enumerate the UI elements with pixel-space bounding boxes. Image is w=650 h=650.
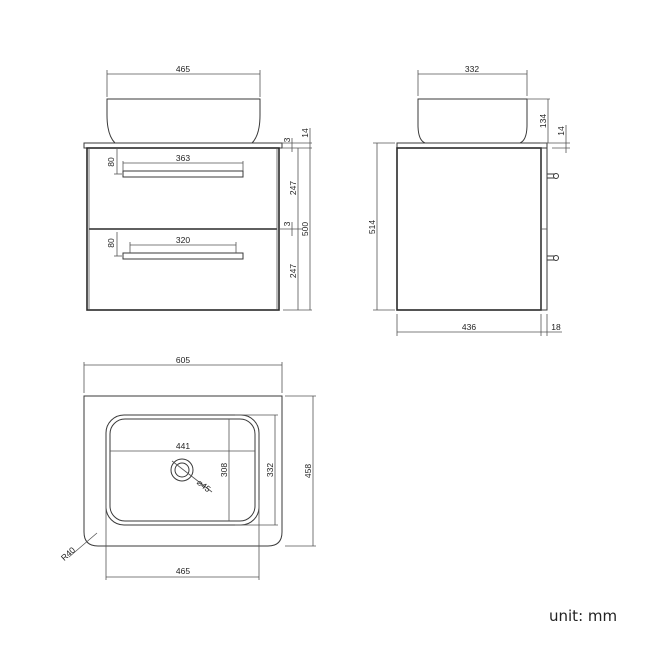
side-basin-depth-label: 332 [465,64,479,74]
drain-outer [170,458,194,482]
front-cabinet [86,147,280,311]
top-handle-offset-label: 80 [106,157,116,167]
bottom-handle-offset-label: 80 [106,238,116,248]
top-basin-inner [109,418,256,522]
bottom-handle-width-label: 320 [176,235,190,245]
front-drawer-bottom-height-label: 247 [288,264,298,278]
top-drawer-handle [122,170,244,178]
top-countertop-outline [83,395,283,547]
side-handle-top [553,173,559,179]
side-top-thickness-label: 14 [556,126,566,136]
top-basin-inner-depth-label: 308 [219,463,229,477]
corner-radius-label: R40 [59,545,77,563]
side-cabinet-depth-label: 436 [462,322,476,332]
drain-leader [171,460,213,493]
top-width-label: 605 [176,355,190,365]
front-gap-middle-label: 3 [282,221,292,226]
front-total-height-label: 500 [300,222,310,236]
side-cabinet [396,147,542,311]
top-basin-outer [105,414,260,526]
unit-label: unit: mm [549,607,618,625]
front-basin-shape [106,98,261,144]
drain-inner [174,462,190,478]
top-basin-outer-width-label: 465 [176,566,190,576]
side-basin-shape [417,98,528,144]
side-view: 332 134 14 514 436 18 [367,64,570,336]
top-basin-outer-depth-label: 332 [265,463,275,477]
radius-leader [68,532,98,558]
top-basin-inner-width-label: 441 [176,441,190,451]
front-gap-top-label: 3 [282,137,292,142]
side-total-height-label: 514 [367,220,377,234]
side-handle-bottom [553,255,559,261]
top-depth-label: 458 [303,464,313,478]
front-basin-width-label: 465 [176,64,190,74]
bottom-drawer-handle [122,252,244,260]
front-top-thickness-label: 14 [300,128,310,138]
side-front-thickness-label: 18 [551,322,561,332]
top-view: 605 441 308 332 458 ⌀45 465 R40 [59,355,316,580]
front-drawer-top-height-label: 247 [288,181,298,195]
top-handle-width-label: 363 [176,153,190,163]
side-basin-height-label: 134 [538,114,548,128]
front-view: 465 363 80 320 80 [83,64,312,311]
drain-diameter-label: ⌀45 [195,477,213,494]
